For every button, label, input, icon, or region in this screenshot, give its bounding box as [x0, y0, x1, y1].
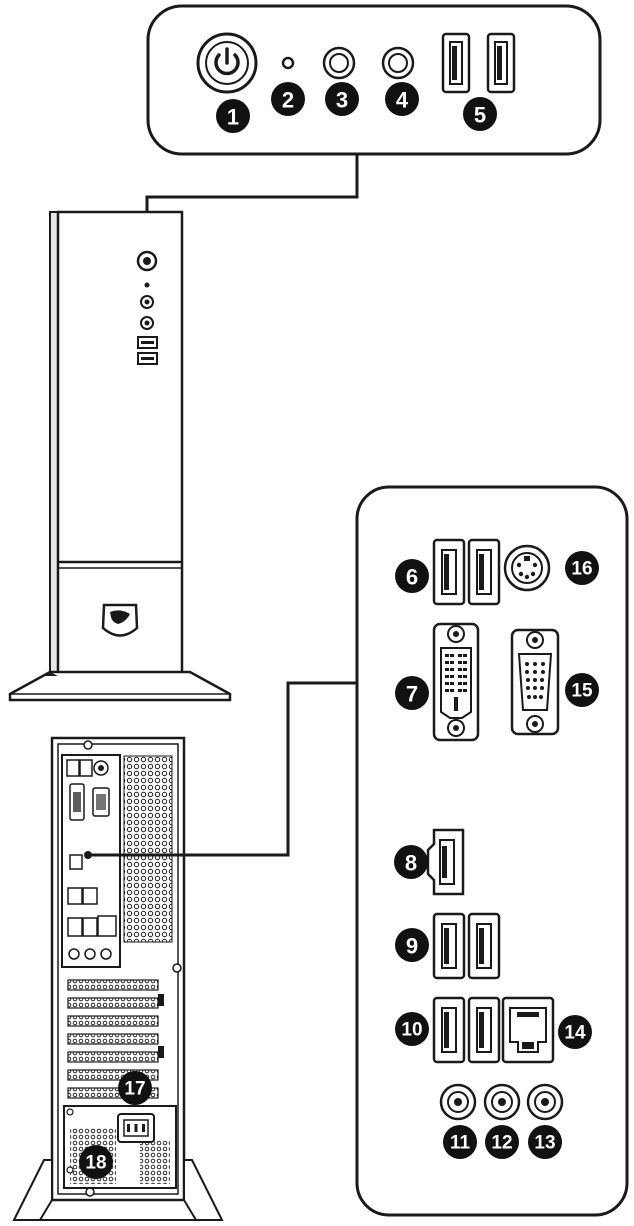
lan-port — [501, 996, 555, 1064]
mic-in-jack — [526, 1083, 564, 1121]
svg-text:13: 13 — [534, 1133, 555, 1154]
svg-text:5: 5 — [474, 103, 486, 128]
line-in-jack — [439, 1083, 477, 1121]
front-tower — [8, 210, 232, 702]
svg-text:14: 14 — [564, 1023, 586, 1044]
usb-ports-lower — [432, 996, 501, 1064]
svg-text:18: 18 — [85, 1153, 106, 1174]
callout-13: 13 — [528, 1125, 562, 1159]
svg-text:3: 3 — [336, 88, 348, 113]
vga-port — [510, 628, 560, 736]
svg-text:12: 12 — [491, 1133, 512, 1154]
svg-text:9: 9 — [406, 934, 418, 959]
svg-text:6: 6 — [406, 565, 418, 590]
line-out-jack — [483, 1083, 521, 1121]
callout-10: 10 — [395, 1012, 429, 1046]
callout-15: 15 — [565, 673, 599, 707]
svg-text:7: 7 — [406, 682, 418, 707]
svg-text:8: 8 — [405, 851, 417, 876]
svg-text:15: 15 — [571, 681, 593, 702]
callout-17: 17 — [118, 1071, 152, 1105]
mic-jack-port — [381, 46, 415, 80]
rear-tower-stand — [12, 1159, 224, 1221]
callout-badges: 1 2 3 4 5 6 7 8 9 10 11 12 13 14 15 16 1… — [79, 82, 599, 1179]
hdd-led-port — [281, 56, 295, 70]
svg-text:4: 4 — [396, 88, 409, 113]
msi-dragon-logo-icon — [101, 603, 139, 637]
power-supply-unit — [63, 1105, 177, 1189]
ps2-port — [503, 544, 551, 592]
callout-8: 8 — [394, 845, 428, 879]
svg-text:2: 2 — [282, 88, 294, 113]
svg-text:10: 10 — [401, 1020, 422, 1041]
callout-4: 4 — [385, 82, 419, 116]
callout-6: 6 — [395, 559, 429, 593]
callout-16: 16 — [565, 551, 599, 585]
callout-3: 3 — [325, 82, 359, 116]
power-button-port — [196, 32, 258, 94]
rear-panel-callout — [355, 485, 629, 1217]
callout-1: 1 — [216, 99, 250, 133]
rear-usb-ports — [432, 538, 501, 606]
rear-leader-line — [88, 681, 357, 857]
rear-tower — [12, 736, 224, 1221]
tower-front-face — [56, 210, 184, 676]
dvi-port — [432, 622, 480, 742]
callout-14: 14 — [558, 1015, 592, 1049]
displayport-port — [426, 828, 465, 896]
front-usb-ports — [441, 32, 516, 94]
headphone-jack-port — [322, 46, 356, 80]
front-tower-stand — [8, 670, 232, 702]
callout-12: 12 — [485, 1125, 519, 1159]
svg-text:11: 11 — [450, 1133, 471, 1154]
power-icon — [214, 47, 240, 76]
svg-text:16: 16 — [571, 559, 592, 580]
svg-text:1: 1 — [227, 105, 239, 130]
callout-11: 11 — [443, 1125, 477, 1159]
callout-9: 9 — [395, 928, 429, 962]
callout-5: 5 — [463, 97, 497, 131]
callout-7: 7 — [395, 676, 429, 710]
rear-vent-grille — [123, 755, 173, 943]
expansion-slots — [67, 979, 164, 1099]
front-panel-callout — [146, 4, 602, 156]
callout-2: 2 — [271, 82, 305, 116]
svg-text:17: 17 — [124, 1079, 145, 1100]
callout-18: 18 — [79, 1145, 113, 1179]
usb3-ports — [432, 912, 501, 980]
